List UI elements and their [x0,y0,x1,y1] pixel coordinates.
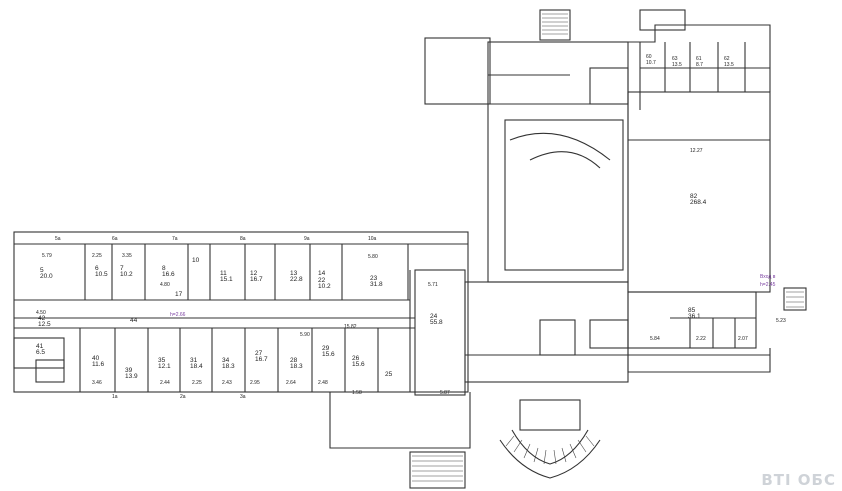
dim-19: 2.22 [696,336,706,342]
wing-letter-5: 9a [304,236,310,242]
room-17: 17 [175,291,183,298]
dim-14: 2.64 [286,380,296,386]
walls [13,9,807,489]
dim-12: 2.43 [222,380,232,386]
room-25: 25 [385,371,393,378]
dim-15: 2.48 [318,380,328,386]
wing-letter-7: 3a [240,394,246,400]
wing-letter-8: 2a [180,394,186,400]
wing-letter-4: 8a [240,236,246,242]
note-height-1: h=2.45 [760,282,776,288]
wing-letter-3: 7a [172,236,178,242]
dim-18: 5.23 [776,318,786,324]
wing-letter-1: 5a [55,236,61,242]
dim-5: 5.80 [368,254,378,260]
dim-10: 2.44 [160,380,170,386]
dim-23: 5.87 [440,390,450,396]
room-14: 14 [318,270,326,277]
stair-hatching [412,13,804,482]
dim-20: 2.07 [738,336,748,342]
dim-3: 3.35 [122,253,132,259]
dim-1: 5.79 [42,253,52,259]
dim-17: 5.84 [650,336,660,342]
dim-7: 5.71 [428,282,438,288]
dim-22: 15.82 [344,324,357,330]
dim-16: 1.58 [352,390,362,396]
note-height-2: h=2.66 [170,312,186,318]
dim-11: 2.25 [192,380,202,386]
wing-letter-9: 1a [112,394,118,400]
west-wing-outline [13,231,469,393]
dim-2: 2.25 [92,253,102,259]
dim-9: 3.46 [92,380,102,386]
room-44: 44 [130,317,138,324]
dim-13: 2.95 [250,380,260,386]
watermark: BTI ОБС [761,471,836,489]
room-10: 10 [192,257,200,264]
dim-21: 5.90 [300,332,310,338]
dim-8: 12.27 [690,148,703,154]
dim-4: 4.80 [160,282,170,288]
dim-6: 4.50 [36,310,46,316]
wing-letter-2: 6a [112,236,118,242]
wing-letter-6: 10a [368,236,377,242]
note-entrance: Вход в [760,274,776,280]
